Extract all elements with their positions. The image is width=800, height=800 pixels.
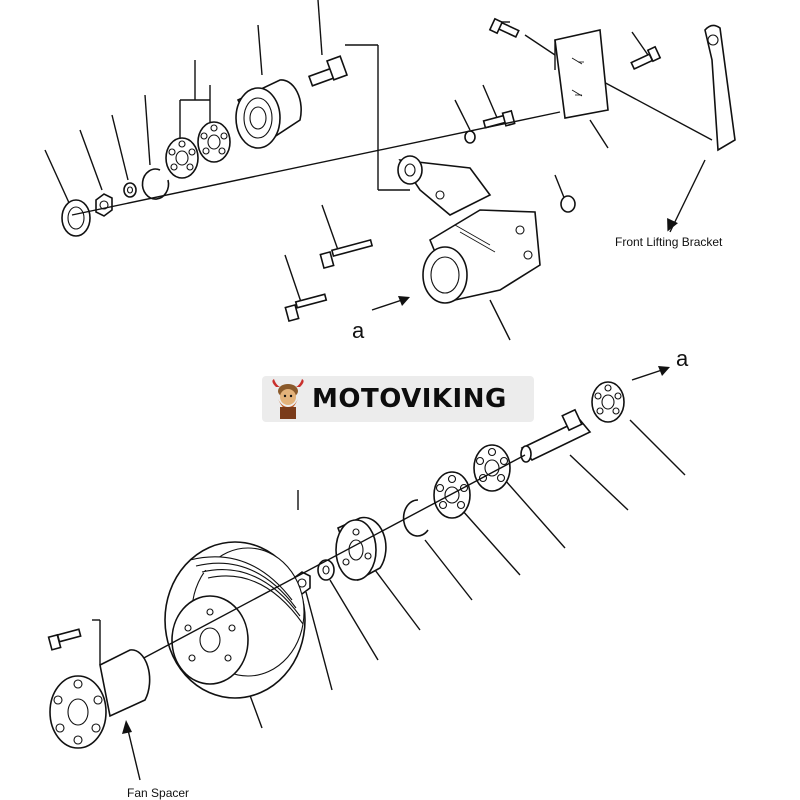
hub-top: [235, 79, 302, 149]
fan-spacer-bolt: [47, 628, 82, 651]
front-lifting-bracket: [667, 24, 736, 232]
mounting-bracket-plate: [554, 29, 609, 119]
tensioner-arm: [397, 155, 492, 216]
viking-logo: [272, 379, 304, 419]
snap-ring-bottom: [402, 499, 429, 537]
reference-label-bottom: a: [676, 346, 689, 371]
lock-nut: [95, 193, 113, 217]
fan-spacer: [49, 649, 151, 749]
washer-nut-bottom: [293, 559, 335, 595]
washer-bolt-mid: [464, 109, 516, 144]
brand-wordmark: MOTOVIKING: [312, 384, 507, 414]
long-bolts: [284, 238, 374, 323]
pump-housing: [422, 209, 541, 304]
view-arrow-top: [371, 296, 410, 311]
fan-spacer-arrow: [122, 720, 141, 781]
bracket-bolts-top: [488, 17, 662, 71]
bearing-pair-bottom: [433, 444, 511, 519]
front-lifting-bracket-label: Front Lifting Bracket: [615, 235, 723, 249]
washer-small: [123, 182, 137, 198]
fan-pulley: [164, 541, 306, 699]
watermark-band: MOTOVIKING: [262, 376, 534, 422]
fan-spacer-label: Fan Spacer: [127, 786, 189, 800]
leader-lines-top: [44, 0, 713, 341]
reference-label-top: a: [352, 318, 365, 343]
bearing-pair-top: [165, 121, 231, 179]
bearing-right: [591, 381, 625, 423]
view-arrow-bottom: [631, 366, 670, 381]
plug: [560, 195, 576, 213]
oil-seal: [61, 199, 91, 237]
leader-lines-bottom: [92, 419, 686, 729]
shaft-bolt-top: [307, 55, 349, 87]
pump-shaft: [520, 408, 592, 463]
hub-flange: [335, 516, 387, 582]
snap-ring: [141, 168, 170, 200]
